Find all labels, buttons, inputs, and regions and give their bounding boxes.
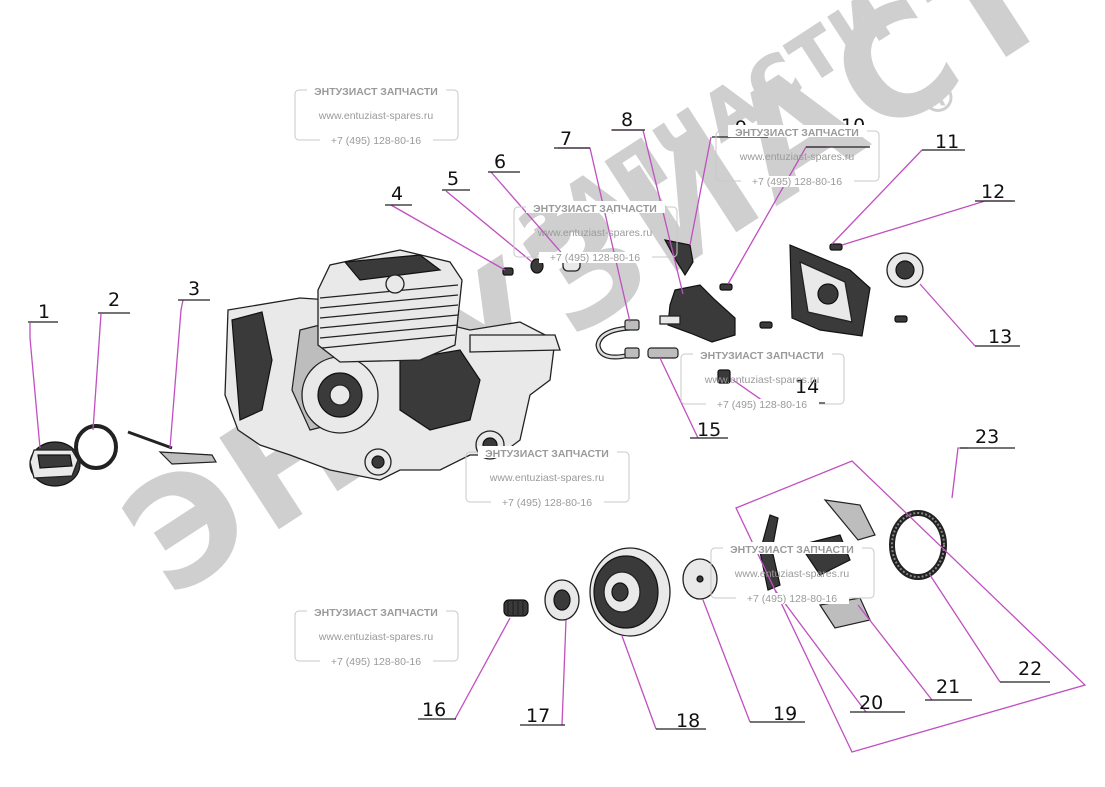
part-21-clutch-hub xyxy=(799,499,876,629)
part-8-oil-pump xyxy=(659,284,736,343)
watermark-phone: +7 (495) 128-80-16 xyxy=(747,593,837,605)
watermark-title: ЭНТУЗИАСТ ЗАПЧАСТИ xyxy=(533,203,657,215)
part-1-cap xyxy=(29,441,81,487)
watermark-url: www.entuziast-spares.ru xyxy=(318,631,434,643)
watermark-title: ЭНТУЗИАСТ ЗАПЧАСТИ xyxy=(735,127,859,139)
watermark-phone: +7 (495) 128-80-16 xyxy=(502,497,592,509)
watermark-box-7: ЭНТУЗИАСТ ЗАПЧАСТИ www.entuziast-spares.… xyxy=(294,605,459,668)
watermark-title: ЭНТУЗИАСТ ЗАПЧАСТИ xyxy=(700,350,824,362)
callout-18: 18 xyxy=(676,710,700,732)
callout-4: 4 xyxy=(391,183,403,205)
watermark-box-6: ЭНТУЗИАСТ ЗАПЧАСТИ www.entuziast-spares.… xyxy=(710,542,875,605)
extra-screws xyxy=(759,315,908,329)
watermark-url: www.entuziast-spares.ru xyxy=(537,227,653,239)
part-12-screw xyxy=(829,243,843,251)
callout-15: 15 xyxy=(697,419,721,441)
watermark-box-5: ЭНТУЗИАСТ ЗАПЧАСТИ www.entuziast-spares.… xyxy=(465,446,630,509)
part-4-screw xyxy=(502,267,514,276)
part-2-ring xyxy=(74,424,118,470)
registered-mark: ® xyxy=(918,76,958,122)
part-14-nut xyxy=(717,369,731,384)
watermark-phone: +7 (495) 128-80-16 xyxy=(331,656,421,668)
engine-crankcase xyxy=(224,297,561,481)
callout-6: 6 xyxy=(494,151,506,173)
part-11-cover xyxy=(789,244,871,337)
part-13-bearing xyxy=(886,252,924,288)
watermark-phone: +7 (495) 128-80-16 xyxy=(717,399,807,411)
callout-7: 7 xyxy=(560,128,572,150)
watermark-title: ЭНТУЗИАСТ ЗАПЧАСТИ xyxy=(485,448,609,460)
callout-22: 22 xyxy=(1018,658,1042,680)
callout-20: 20 xyxy=(859,692,883,714)
callout-19: 19 xyxy=(773,703,797,725)
callout-21: 21 xyxy=(936,676,960,698)
callout-13: 13 xyxy=(988,326,1012,348)
part-15-connector xyxy=(647,347,679,359)
watermark-url: www.entuziast-spares.ru xyxy=(489,472,605,484)
callout-11: 11 xyxy=(935,131,959,153)
part-22-spring xyxy=(889,510,947,580)
watermark-title: ЭНТУЗИАСТ ЗАПЧАСТИ xyxy=(314,607,438,619)
callout-1: 1 xyxy=(38,301,50,323)
watermark-phone: +7 (495) 128-80-16 xyxy=(752,176,842,188)
callout-2: 2 xyxy=(108,289,120,311)
callout-17: 17 xyxy=(526,705,550,727)
watermark-box-1: ЭНТУЗИАСТ ЗАПЧАСТИ www.entuziast-spares.… xyxy=(294,84,459,147)
part-10-screw xyxy=(719,283,733,291)
watermark-phone: +7 (495) 128-80-16 xyxy=(331,135,421,147)
callout-23: 23 xyxy=(975,426,999,448)
callout-8: 8 xyxy=(621,109,633,131)
callout-12: 12 xyxy=(981,181,1005,203)
part-7-fuel-line xyxy=(595,319,640,360)
callout-16: 16 xyxy=(422,699,446,721)
callout-3: 3 xyxy=(188,278,200,300)
watermark-url: www.entuziast-spares.ru xyxy=(704,374,820,386)
watermark-title: ЭНТУЗИАСТ ЗАПЧАСТИ xyxy=(730,544,854,556)
callout-14: 14 xyxy=(795,376,819,398)
part-16-needle-bearing xyxy=(503,599,529,617)
callout-numbers: 1 2 3 4 5 6 7 8 9 10 11 12 13 14 15 16 1… xyxy=(28,109,1050,732)
watermark-title: ЭНТУЗИАСТ ЗАПЧАСТИ xyxy=(314,86,438,98)
callout-5: 5 xyxy=(447,168,459,190)
part-3-filter-tube xyxy=(127,430,218,465)
group-23-bracket xyxy=(735,460,1087,753)
part-18-clutch-drum xyxy=(589,547,671,637)
watermark-box-3: ЭНТУЗИАСТ ЗАПЧАСТИ www.entuziast-spares.… xyxy=(513,201,678,264)
watermark-url: www.entuziast-spares.ru xyxy=(739,151,855,163)
part-19-washer xyxy=(682,558,718,600)
engine-cylinder xyxy=(317,249,463,363)
watermark-phone: +7 (495) 128-80-16 xyxy=(550,252,640,264)
part-17-sprocket xyxy=(544,579,580,621)
watermark-url: www.entuziast-spares.ru xyxy=(318,110,434,122)
watermark-url: www.entuziast-spares.ru xyxy=(734,568,850,580)
watermark-box-4: ЭНТУЗИАСТ ЗАПЧАСТИ www.entuziast-spares.… xyxy=(680,348,845,411)
watermark-box-2: ЭНТУЗИАСТ ЗАПЧАСТИ www.entuziast-spares.… xyxy=(715,125,880,188)
